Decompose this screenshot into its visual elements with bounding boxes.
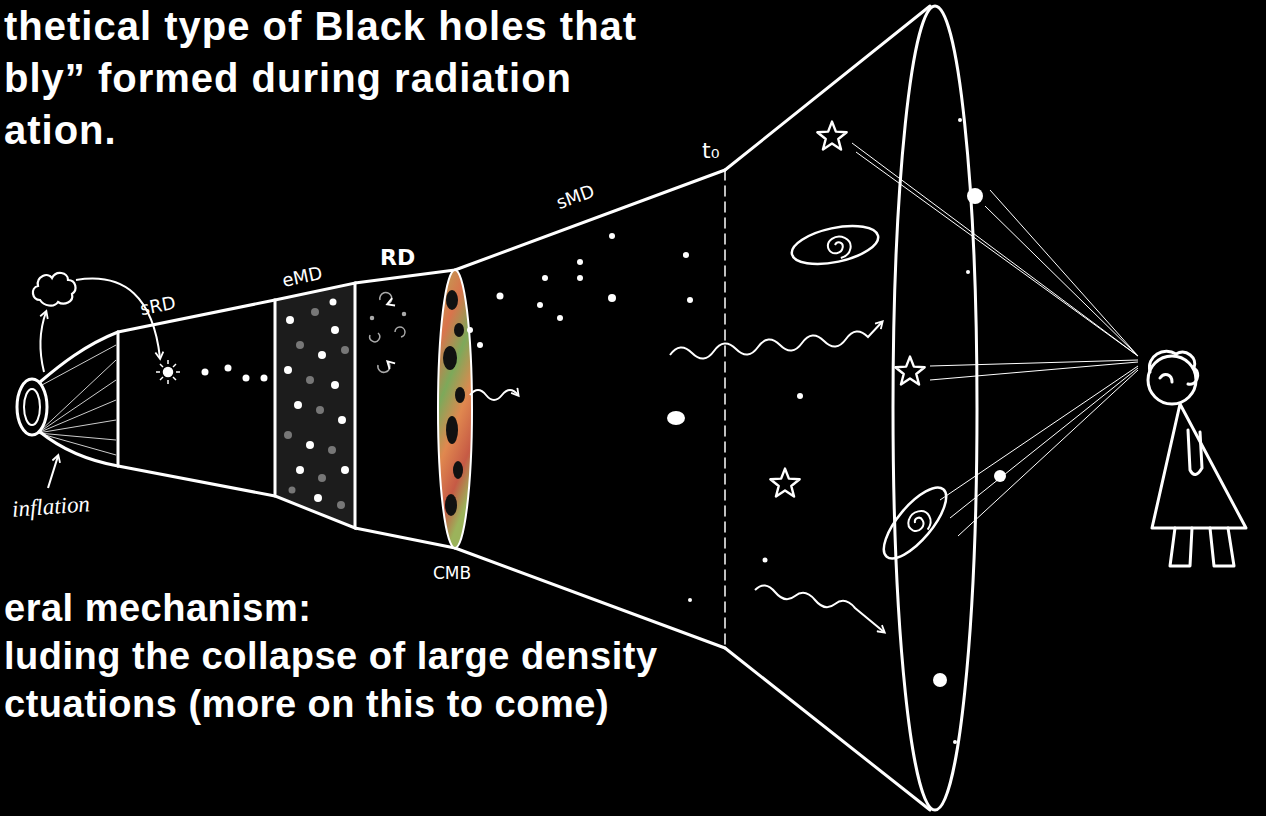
cmb-label: CMB bbox=[433, 562, 471, 584]
pbh-formation-burst bbox=[156, 360, 180, 384]
sight-lines bbox=[852, 143, 1138, 536]
era-label: sMD bbox=[553, 180, 597, 214]
observer-figure bbox=[1148, 351, 1246, 566]
cmb-surface bbox=[438, 270, 518, 548]
late-universe bbox=[670, 118, 1006, 744]
section-heading: eral mechanism: bbox=[4, 584, 311, 632]
rd-swirls bbox=[370, 292, 406, 372]
smd-dots bbox=[467, 233, 693, 425]
time-label: t₀ bbox=[702, 138, 719, 164]
srd-dots bbox=[202, 365, 268, 382]
inflation-label: inflation bbox=[11, 490, 91, 523]
era-label: sRD bbox=[138, 292, 177, 320]
slide-title: thetical type of Black holes that bly” f… bbox=[4, 0, 684, 156]
body-text: luding the collapse of large density ctu… bbox=[4, 632, 704, 728]
era-label: eMD bbox=[280, 262, 324, 292]
inflation-hatching bbox=[38, 345, 116, 455]
era-label: RD bbox=[380, 245, 415, 271]
emd-dots bbox=[284, 299, 349, 510]
